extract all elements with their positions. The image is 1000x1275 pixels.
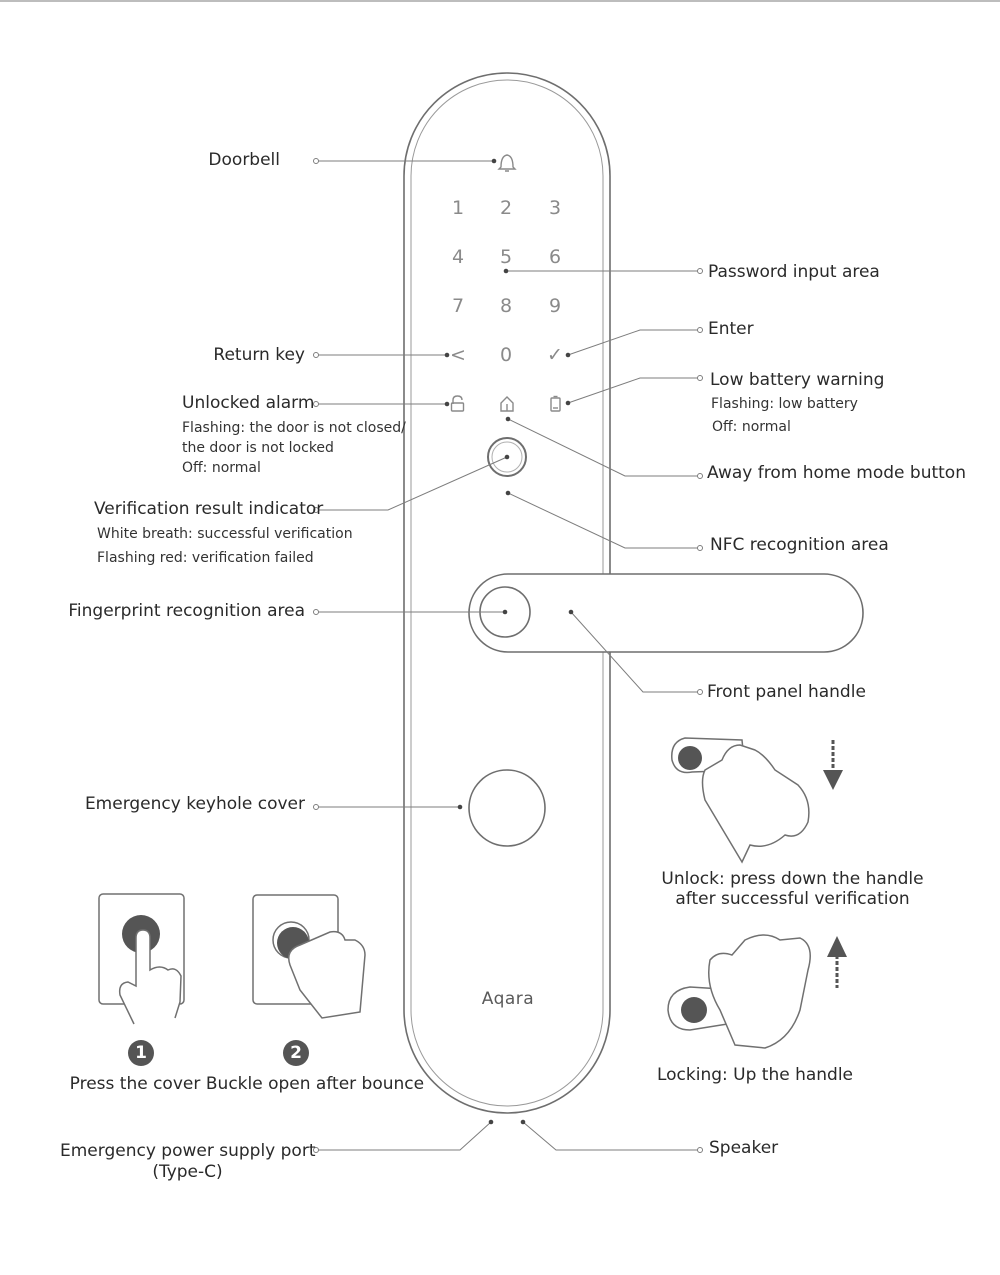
verification-desc-2: Flashing red: verification failed [97,550,314,566]
battery-icon [550,397,561,412]
emergency-keyhole-cover [468,769,546,847]
step-2-badge: 2 [283,1040,309,1066]
step-1-label: Press the cover [69,1074,201,1094]
verification-indicator-ring [487,437,527,477]
label-front-handle: Front panel handle [707,682,866,702]
unlocked-alarm-desc-2: the door is not locked [182,440,334,456]
label-emergency-keyhole: Emergency keyhole cover [84,794,305,814]
label-unlocked-alarm: Unlocked alarm [182,393,315,413]
verification-desc-1: White breath: successful verification [97,526,353,542]
low-battery-desc-2: Off: normal [712,419,791,435]
front-panel-handle [468,573,864,653]
buckle-open-illustration [252,894,366,1019]
home-icon [500,396,514,412]
keypad-key-3: 3 [548,197,562,219]
label-fingerprint-area: Fingerprint recognition area [68,601,305,621]
keypad-key-8: 8 [499,295,513,317]
unlock-instruction-1: Unlock: press down the handle [661,869,924,889]
step-2-label: Buckle open after bounce [205,1074,425,1094]
unlocked-alarm-desc-1: Flashing: the door is not closed/ [182,420,406,436]
keypad-key-5: 5 [499,246,513,268]
unlock-instruction-2: after successful verification [675,889,910,909]
label-away-mode: Away from home mode button [707,463,966,483]
label-emergency-power-type: (Type-C) [152,1162,223,1182]
lock-icon [452,395,463,404]
label-speaker: Speaker [709,1138,779,1158]
top-divider [0,0,1000,2]
unlocked-alarm-desc-3: Off: normal [182,460,261,476]
keypad-key-4: 4 [451,246,465,268]
arrow-up-icon [827,936,847,957]
press-cover-illustration [98,893,185,1025]
unlock-press-down-illustration [671,737,843,864]
label-enter: Enter [708,319,754,339]
label-doorbell: Doorbell [208,150,280,170]
label-nfc-area: NFC recognition area [710,535,889,555]
keypad-key-1: 1 [451,197,465,219]
keypad-key-enter: ✓ [547,344,563,366]
step-1-badge: 1 [128,1040,154,1066]
keypad-key-6: 6 [548,246,562,268]
arrow-down-icon [823,770,843,790]
keypad-key-0: 0 [499,344,513,366]
brand-logo-text: Aqara [481,989,535,1009]
lock-instruction: Locking: Up the handle [656,1065,854,1085]
label-password-area: Password input area [708,262,880,282]
label-emergency-power: Emergency power supply port [60,1141,316,1161]
keypad-key-7: 7 [451,295,465,317]
keypad-key-return: < [450,344,466,366]
bell-icon [497,154,517,172]
keypad-key-9: 9 [548,295,562,317]
low-battery-desc-1: Flashing: low battery [711,396,858,412]
lock-up-illustration [667,934,847,1049]
keypad-key-2: 2 [499,197,513,219]
label-verification-indicator: Verification result indicator [94,499,324,519]
label-return-key: Return key [213,345,305,365]
label-low-battery: Low battery warning [710,370,885,390]
